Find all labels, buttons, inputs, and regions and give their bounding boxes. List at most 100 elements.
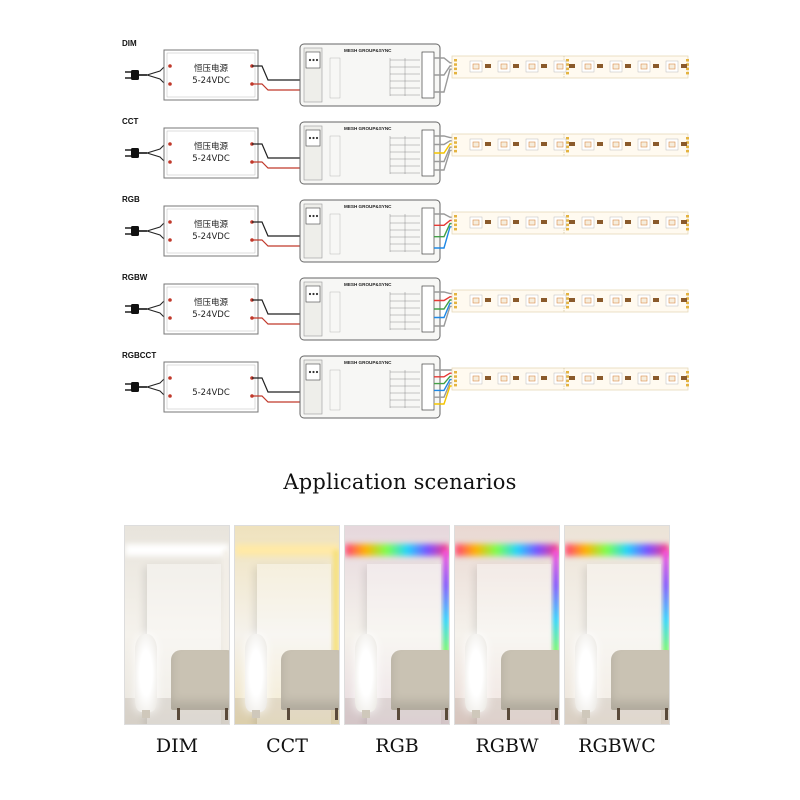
psu-voltage: 5-24VDC: [192, 388, 230, 398]
resistor: [597, 142, 603, 146]
psu-label: 恒压电源: [194, 297, 229, 308]
controller-model-label: MESH GROUP&SYNC: [344, 126, 392, 131]
mains-wire: [146, 64, 167, 76]
row-label: DIM: [122, 39, 137, 48]
row-label: RGBCCT: [122, 351, 156, 360]
led-strip: [451, 289, 689, 313]
resistor: [569, 298, 575, 302]
armchair: [171, 650, 229, 710]
led-glow-top: [345, 544, 449, 556]
resistor: [597, 220, 603, 224]
floor-lamp: [465, 634, 487, 712]
resistor: [625, 376, 631, 380]
resistor: [485, 142, 491, 146]
psu-voltage: 5-24VDC: [192, 232, 230, 242]
led-strip: [451, 367, 689, 391]
armchair: [611, 650, 669, 710]
resistor: [625, 64, 631, 68]
led-glow-top: [565, 544, 669, 556]
resistor: [681, 298, 687, 302]
resistor: [653, 142, 659, 146]
resistor: [513, 298, 519, 302]
scenario-photo-dim: [124, 525, 230, 725]
power-plug-icon: [125, 382, 147, 392]
output-terminal: [421, 51, 435, 99]
scenario-photo-rgbw: [454, 525, 560, 725]
chair-leg: [225, 708, 228, 720]
floor-lamp: [135, 634, 157, 712]
chair-leg: [507, 708, 510, 720]
resistor: [681, 376, 687, 380]
led-strip: [451, 211, 689, 235]
scenario-caption: RGBWC: [578, 735, 656, 757]
resistor: [625, 298, 631, 302]
resistor: [541, 376, 547, 380]
output-terminal: [421, 129, 435, 177]
chair-leg: [665, 708, 668, 720]
psu-label: 恒压电源: [194, 219, 229, 230]
led-strip: [451, 55, 689, 79]
resistor: [597, 64, 603, 68]
resistor: [513, 376, 519, 380]
psu-label: 恒压电源: [194, 63, 229, 74]
lamp-base: [142, 710, 150, 718]
led-glow-top: [455, 544, 559, 556]
resistor: [541, 142, 547, 146]
mains-wire: [146, 308, 167, 320]
mains-wire: [146, 230, 167, 242]
floor-lamp: [245, 634, 267, 712]
lamp-base: [582, 710, 590, 718]
section-heading: Application scenarios: [283, 470, 517, 494]
chair-leg: [555, 708, 558, 720]
scenario-caption: CCT: [266, 735, 308, 757]
resistor: [513, 142, 519, 146]
resistor: [681, 220, 687, 224]
mains-wire: [146, 298, 167, 310]
resistor: [513, 220, 519, 224]
wiring-row-rgbw: RGBW 恒压电源 5-24VDC MESH GROUP&SYNC: [122, 273, 689, 341]
controller-model-label: MESH GROUP&SYNC: [344, 360, 392, 365]
armchair: [281, 650, 339, 710]
power-plug-icon: [125, 70, 147, 80]
armchair: [501, 650, 559, 710]
resistor: [653, 64, 659, 68]
led-glow-side: [333, 550, 339, 690]
controller-model-label: MESH GROUP&SYNC: [344, 48, 392, 53]
mesh-controller: MESH GROUP&SYNC: [299, 277, 441, 341]
psu-voltage: 5-24VDC: [192, 310, 230, 320]
scenario-photo-rgb: [344, 525, 450, 725]
chair-leg: [335, 708, 338, 720]
led-glow-side: [553, 550, 559, 690]
resistor: [625, 220, 631, 224]
scenario-caption: RGB: [375, 735, 419, 757]
resistor: [569, 376, 575, 380]
chair-leg: [397, 708, 400, 720]
output-terminal: [421, 285, 435, 333]
row-label: RGBW: [122, 273, 148, 282]
resistor: [653, 376, 659, 380]
resistor: [653, 298, 659, 302]
power-supply: 恒压电源 5-24VDC: [163, 283, 259, 335]
led-glow-top: [235, 544, 339, 556]
led-glow-top: [125, 544, 229, 556]
controller-model-label: MESH GROUP&SYNC: [344, 282, 392, 287]
chair-leg: [617, 708, 620, 720]
floor-lamp: [355, 634, 377, 712]
power-supply: 5-24VDC: [163, 361, 259, 413]
armchair: [391, 650, 449, 710]
mains-wire: [146, 386, 167, 398]
resistor: [541, 220, 547, 224]
scenario-caption: DIM: [155, 735, 199, 757]
resistor: [569, 220, 575, 224]
power-plug-icon: [125, 148, 147, 158]
chair-leg: [287, 708, 290, 720]
resistor: [569, 142, 575, 146]
power-plug-icon: [125, 304, 147, 314]
